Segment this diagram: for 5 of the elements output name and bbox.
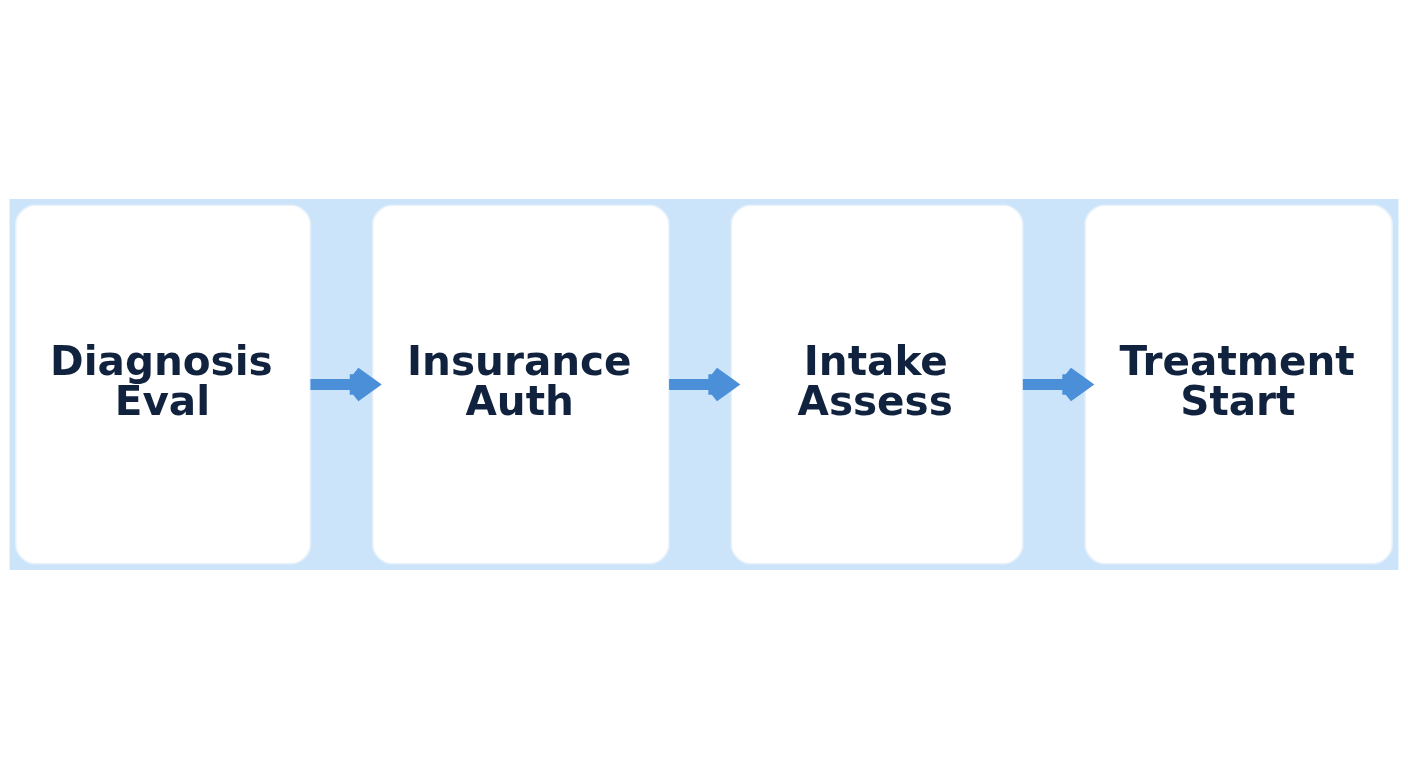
arrow [310, 366, 379, 402]
node-box: Treatment Start [1084, 203, 1393, 565]
node-box: Diagnosis Eval [15, 203, 312, 565]
node-box: Intake Assess [730, 203, 1024, 565]
node-box: Insurance Auth [371, 203, 670, 565]
